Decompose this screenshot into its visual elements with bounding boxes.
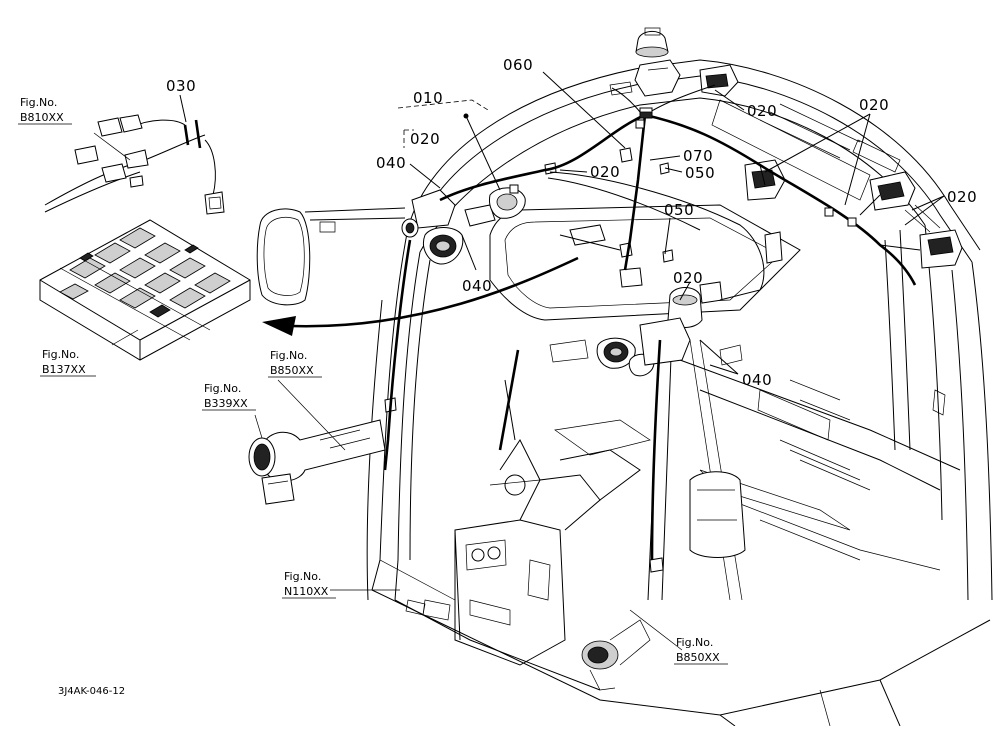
fig-ref-underlines: [18, 123, 728, 665]
roof-components: [256, 27, 963, 573]
wire-harness: [383, 84, 921, 561]
callout-050-lower: 050: [664, 201, 694, 219]
callout-040-right: 040: [742, 371, 772, 389]
fig-b339-number: B339XX: [204, 397, 248, 410]
diagram-code: 3J4AK-046-12: [58, 686, 125, 697]
reference-arrow: [262, 256, 579, 336]
fig-n110-number: N110XX: [284, 585, 329, 598]
figure-references: Fig.No. B810XX Fig.No. B137XX Fig.No. B8…: [20, 96, 720, 664]
callout-020-bracket: 020: [410, 130, 440, 148]
fig-b850-upper-label: Fig.No.: [270, 349, 307, 362]
callout-020-far: 020: [947, 188, 977, 206]
fig-b850-upper-number: B850XX: [270, 364, 314, 377]
relay-board: [39, 219, 251, 361]
callout-040-low: 040: [462, 277, 492, 295]
fig-b850-lower-number: B850XX: [676, 651, 720, 664]
fig-b137-label: Fig.No.: [42, 348, 79, 361]
callout-010: 010: [413, 89, 443, 107]
callout-030: 030: [166, 77, 196, 95]
callout-050-upper: 050: [685, 164, 715, 182]
callout-040-left: 040: [376, 154, 406, 172]
fig-b850-lower-label: Fig.No.: [676, 636, 713, 649]
fig-b810-label: Fig.No.: [20, 96, 57, 109]
fig-b137-number: B137XX: [42, 363, 86, 376]
cab-frame: [366, 59, 993, 727]
fig-n110-label: Fig.No.: [284, 570, 321, 583]
side-work-lamp: [248, 419, 386, 505]
fig-b810-number: B810XX: [20, 111, 64, 124]
callout-labels: 010 020 030 040 040 040 050 050 060 070 …: [166, 56, 977, 389]
leader-lines: [93, 71, 945, 651]
junction-detail: [44, 114, 225, 215]
fig-b339-label: Fig.No.: [204, 382, 241, 395]
callout-070: 070: [683, 147, 713, 165]
callout-020-right: 020: [859, 96, 889, 114]
console-assembly: [405, 349, 946, 691]
callout-060: 060: [503, 56, 533, 74]
callout-020-center: 020: [590, 163, 620, 181]
callout-020-top: 020: [747, 102, 777, 120]
callout-020-mid: 020: [673, 269, 703, 287]
